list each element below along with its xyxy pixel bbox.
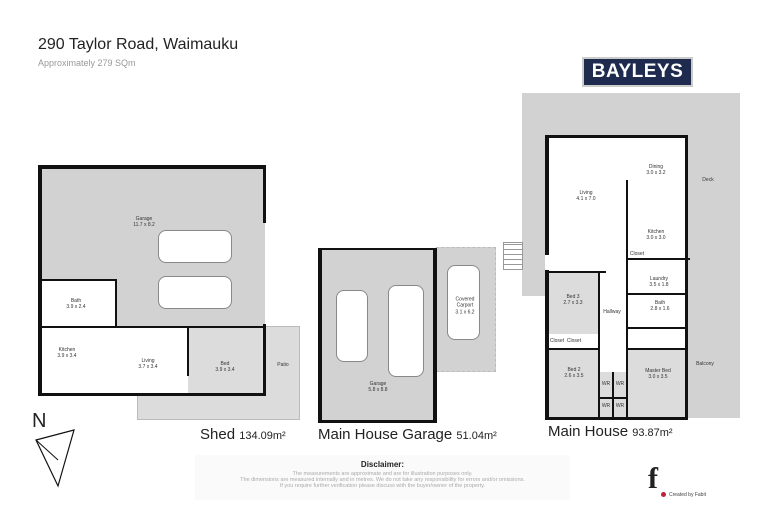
disclaimer-box: Disclaimer: The measurements are approxi… [195, 455, 570, 500]
room-label: Patio [277, 361, 289, 368]
compass-arrow-icon [35, 429, 75, 488]
shed-living-area [41, 328, 188, 394]
car-icon [158, 230, 232, 263]
car-icon [388, 285, 424, 377]
balcony-area [688, 296, 740, 418]
master-area [628, 350, 686, 418]
bed2-area [548, 350, 600, 418]
shed-title: Shed 134.09m² [200, 426, 286, 443]
car-icon [158, 276, 232, 309]
bayleys-logo: BAYLEYS [582, 57, 693, 87]
room-label: WR [615, 402, 625, 409]
disclaimer-line: The dimensions are measured internally a… [240, 477, 525, 483]
wr-area [600, 372, 628, 418]
property-title: 290 Taylor Road, Waimauku [38, 36, 239, 53]
room-label: Deck [702, 176, 714, 183]
disclaimer-title: Disclaimer: [360, 460, 405, 469]
bed3-area [548, 272, 598, 334]
room-label: WR [615, 380, 625, 387]
disclaimer-line: If you require further verification plea… [279, 483, 486, 489]
room-label: WR [601, 402, 611, 409]
fabit-logo: f Created by Fabit [648, 462, 758, 502]
car-icon [447, 265, 480, 340]
car-icon [336, 290, 368, 362]
room-label: Balcony [696, 360, 714, 367]
garage-title: Main House Garage 51.04m² [318, 426, 497, 443]
fabit-dot-icon [661, 492, 666, 497]
room-label: WR [601, 380, 611, 387]
room-label: Hallway [603, 308, 621, 315]
stairs [503, 242, 523, 270]
fabit-mark: f [648, 462, 658, 495]
fabit-credit: Created by Fabit [669, 492, 706, 498]
property-area: Approximately 279 SQm [38, 58, 136, 68]
room-label: Closet [629, 250, 645, 257]
disclaimer-line: The measurements are approximate and are… [292, 471, 473, 477]
north-label: N [32, 410, 47, 432]
north-arrow: N [28, 410, 88, 490]
shed-bath-area [41, 281, 116, 326]
room-label: Closet [566, 337, 582, 344]
house-title: Main House 93.87m² [548, 423, 673, 440]
shed-bed-area [188, 328, 263, 394]
room-label: Closet [549, 337, 565, 344]
